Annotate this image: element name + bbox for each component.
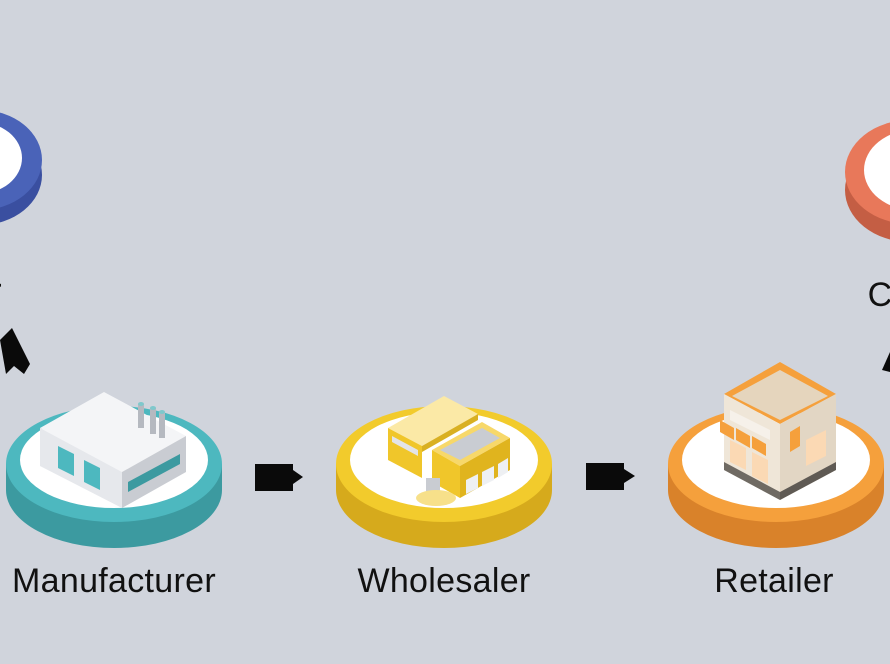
wholesaler-label: Wholesaler bbox=[357, 562, 531, 600]
arrow-manufacturer-to-wholesaler bbox=[255, 464, 303, 491]
factory-icon bbox=[40, 392, 186, 508]
arrow-to-consumer bbox=[882, 352, 890, 372]
supplier-node bbox=[0, 112, 42, 223]
arrow-to-supplier bbox=[0, 328, 30, 374]
shop-icon bbox=[720, 362, 836, 500]
consumer-node bbox=[845, 122, 890, 240]
arrow-wholesaler-to-retailer bbox=[586, 463, 635, 490]
retailer-label: Retailer bbox=[714, 562, 834, 600]
warehouse-icon bbox=[388, 396, 510, 506]
manufacturer-label: Manufacturer bbox=[12, 562, 216, 600]
consumer-label: C bbox=[867, 276, 890, 314]
supplier-label: r bbox=[0, 272, 2, 311]
